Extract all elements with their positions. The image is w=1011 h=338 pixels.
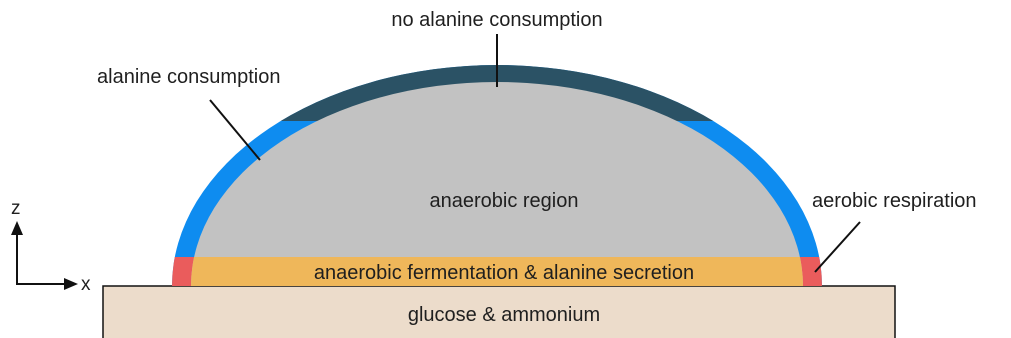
no-alanine-consumption-label: no alanine consumption [391, 9, 602, 31]
z-axis-label: z [11, 198, 21, 219]
x-axis-arrowhead [64, 278, 78, 290]
colony-dome [172, 65, 822, 286]
x-axis-label: x [81, 274, 91, 295]
anaerobic-region-label: anaerobic region [430, 190, 579, 212]
aerobic-respiration-label: aerobic respiration [812, 190, 977, 212]
fermentation-band [191, 257, 803, 286]
alanine-consumption-leader [209, 99, 261, 161]
alanine-consumption-label: alanine consumption [97, 66, 280, 88]
aerobic-respiration-leader [814, 221, 861, 273]
anaerobic-region [191, 82, 803, 286]
z-axis-arrowhead [11, 221, 23, 235]
substrate-block [102, 285, 896, 338]
axes-indicator: z x [11, 198, 91, 295]
fermentation-label: anaerobic fermentation & alanine secreti… [314, 262, 694, 284]
substrate-label: glucose & ammonium [408, 304, 600, 326]
